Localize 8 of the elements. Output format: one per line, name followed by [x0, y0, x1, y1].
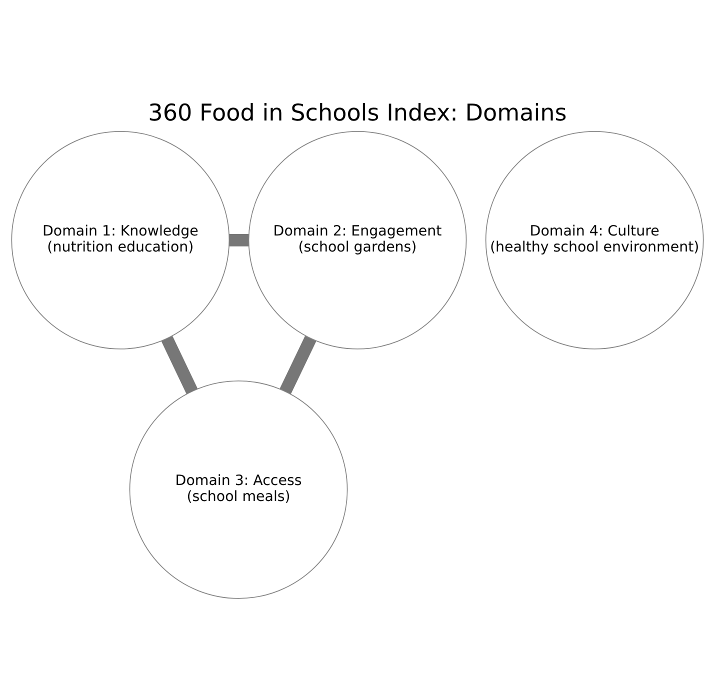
diagram-title: 360 Food in Schools Index: Domains: [148, 100, 567, 126]
node-circle: Domain 3: Access (school meals): [129, 380, 348, 598]
node-circle: Domain 2: Engagement (school gardens): [248, 130, 467, 349]
node-circle: Domain 4: Culture (healthy school environment): [485, 130, 704, 349]
connector: [229, 233, 249, 246]
connector: [280, 335, 316, 394]
node-circle: Domain 1: Knowledge (nutrition education): [11, 130, 230, 349]
connector: [161, 335, 198, 394]
